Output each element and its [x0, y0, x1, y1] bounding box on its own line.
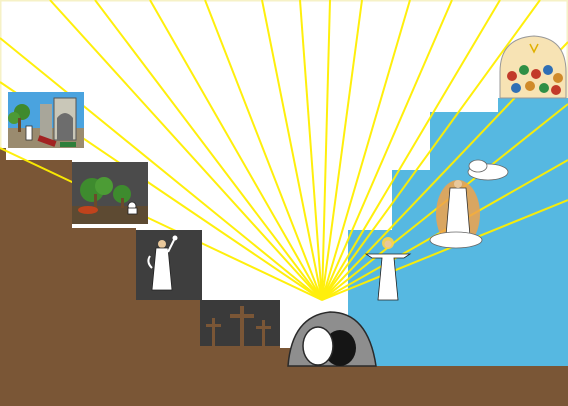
garden-prayer-illustration	[72, 162, 148, 224]
city-scene-illustration	[8, 92, 84, 148]
three-crosses-icon	[200, 300, 280, 350]
pentecost-crowd-icon	[500, 36, 566, 98]
jesus-standing-illustration	[136, 230, 202, 300]
